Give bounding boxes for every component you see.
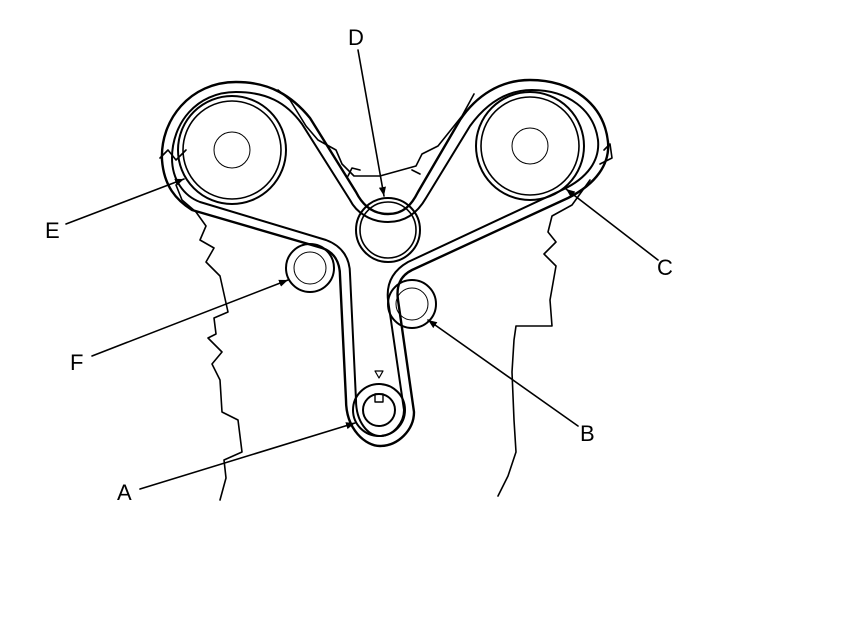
belt-outer [160, 78, 610, 448]
left-camshaft-pulley [177, 95, 287, 205]
timing-mark-pointer [374, 370, 384, 379]
timing-belt [160, 78, 610, 448]
callout-label-d: D [348, 25, 364, 50]
leader-c [565, 188, 659, 261]
callout-label-f: F [70, 350, 83, 375]
leader-d [357, 49, 386, 197]
leader-e [65, 178, 185, 225]
left-idler-pulley [285, 243, 335, 293]
leader-b [427, 319, 579, 427]
crankshaft-pulley [352, 370, 406, 437]
engine-housing-right [497, 143, 613, 497]
center-idler-pulley [355, 197, 421, 263]
callout-leaders [65, 49, 659, 490]
center-cover-outline [277, 89, 475, 177]
callout-label-a: A [117, 480, 132, 505]
leader-f [91, 279, 289, 357]
right-camshaft-pulley [475, 91, 585, 201]
tensioner-pulley [387, 279, 437, 329]
callout-label-c: C [657, 255, 673, 280]
callout-label-e: E [45, 218, 60, 243]
callout-label-b: B [580, 421, 595, 446]
leader-a [139, 422, 356, 490]
